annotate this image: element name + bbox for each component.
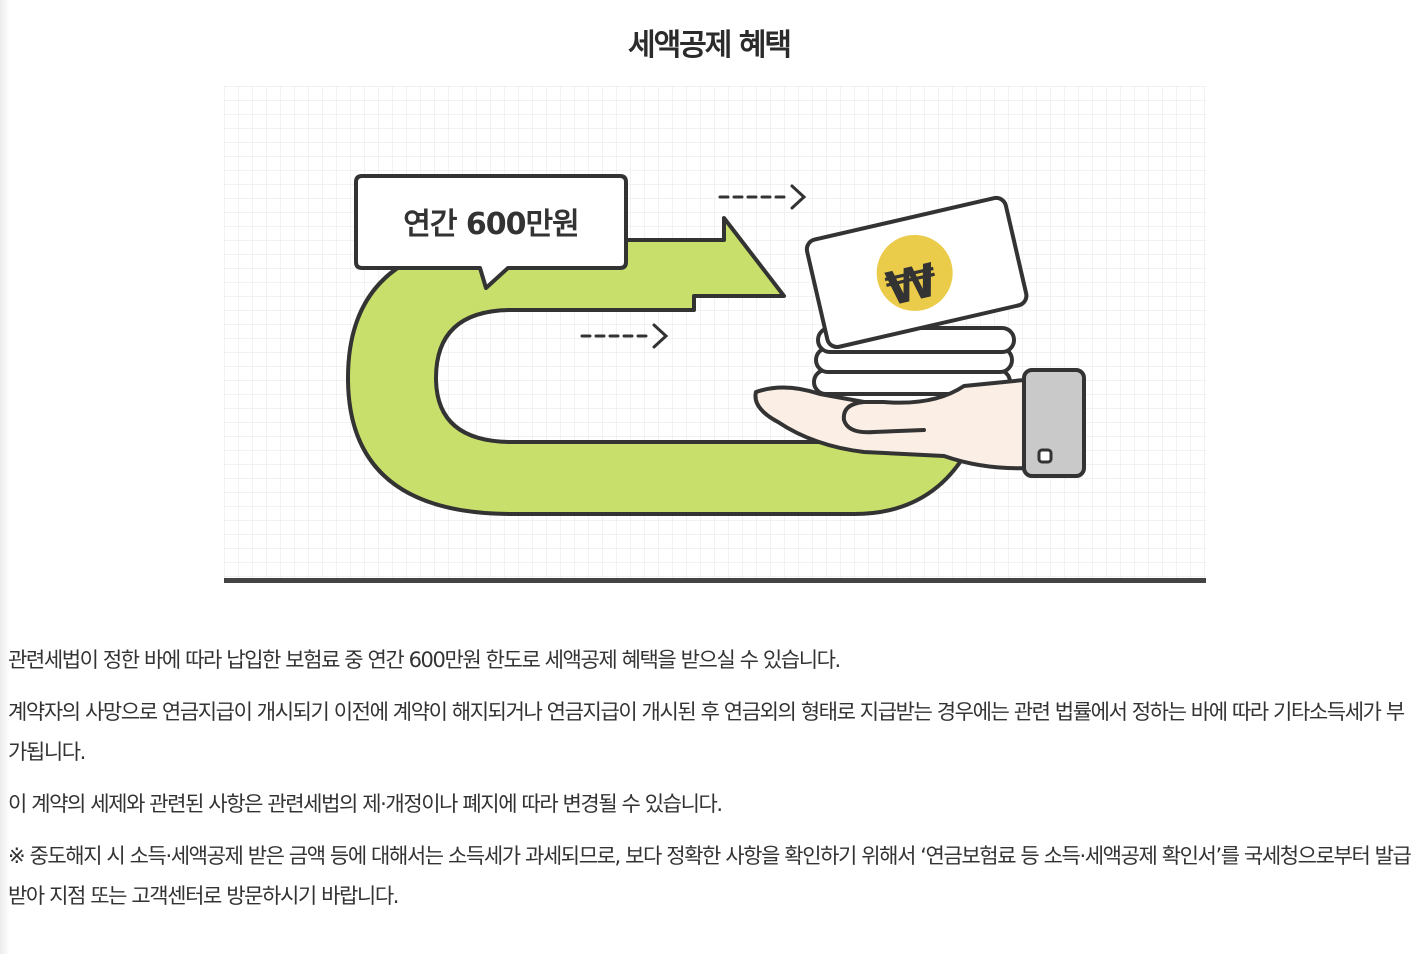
hand-thumb (841, 400, 926, 435)
paragraph-early-termination-note: ※ 중도해지 시 소득·세액공제 받은 금액 등에 대해서는 소득세가 과세되므… (8, 844, 1412, 908)
left-edge-shadow (0, 0, 10, 954)
speech-bubble-text: 연간 600만원 (403, 207, 578, 242)
paragraph-tax-law-change: 이 계약의 세제와 관련된 사항은 관련세법의 제·개정이나 폐지에 따라 변경… (8, 792, 723, 816)
paragraph-deduction-limit: 관련세법이 정한 바에 따라 납입한 보험료 중 연간 600만원 한도로 세액… (8, 648, 841, 672)
banknote (804, 195, 1029, 350)
ground-line (224, 578, 1206, 583)
sleeve-cuff (1022, 368, 1086, 478)
won-symbol-icon: ₩ (881, 252, 943, 316)
dashed-arrow-lower (580, 323, 669, 349)
u-turn-arrow (346, 216, 974, 516)
dashed-arrow-upper (718, 184, 807, 210)
paragraph-other-income-tax: 계약자의 사망으로 연금지급이 개시되기 이전에 계약이 해지되거나 연금지급이… (8, 700, 1405, 764)
speech-bubble (354, 174, 628, 290)
hand (753, 378, 1032, 471)
coin-circle (876, 234, 953, 311)
tax-benefit-illustration: 연간 600만원 ₩ (224, 86, 1206, 586)
tax-benefit-description: 관련세법이 정한 바에 따라 납입한 보험료 중 연간 600만원 한도로 세액… (8, 640, 1413, 928)
page-title: 세액공제 혜택 (627, 28, 792, 64)
